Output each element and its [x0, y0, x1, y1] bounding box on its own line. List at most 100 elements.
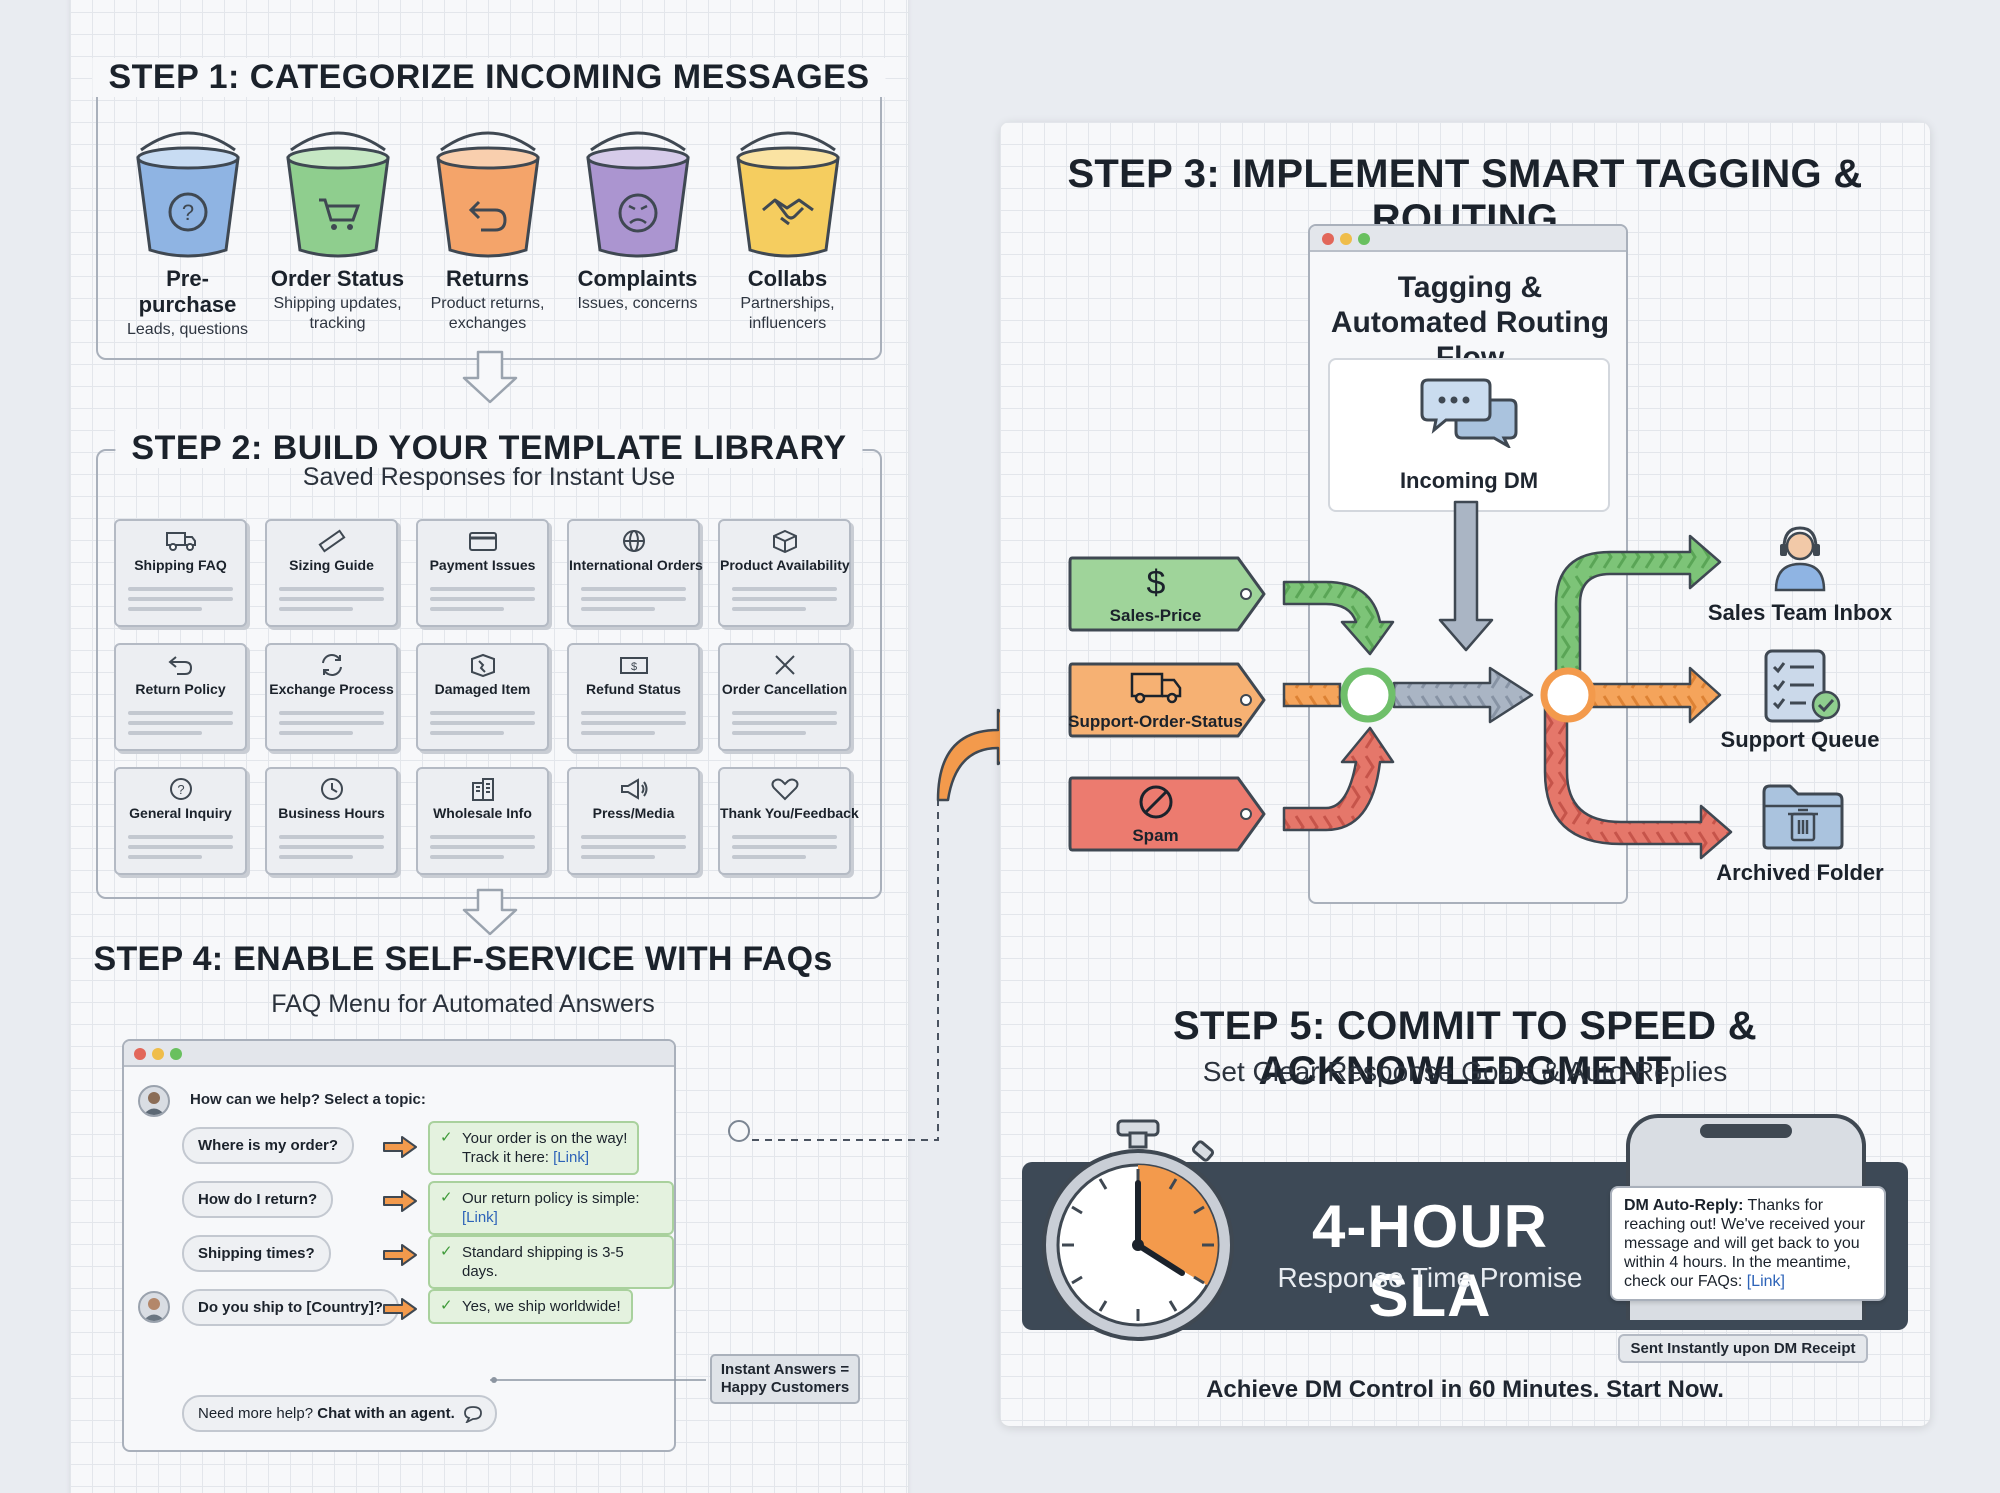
bucket-label: Order Status	[270, 266, 405, 291]
step5-subtitle: Set Clear Response Goals & Auto-Replies	[1202, 1056, 1728, 1087]
placeholder-lines	[430, 829, 535, 859]
bucket-pre-purchase[interactable]: ? Pre-purchase Leads, questions	[120, 120, 255, 340]
dest-support-queue[interactable]: Support Queue	[1720, 727, 1880, 752]
placeholder-lines	[128, 829, 233, 859]
chat-agent-button[interactable]: Need more help? Chat with an agent.	[182, 1395, 497, 1432]
auto-reply-bubble: DM Auto-Reply: Thanks for reaching out! …	[1610, 1186, 1886, 1301]
close-dot-icon[interactable]	[1322, 233, 1334, 245]
template-label: Return Policy	[135, 681, 226, 697]
placeholder-lines	[430, 581, 535, 611]
svg-text:$: $	[630, 661, 636, 673]
minimize-dot-icon[interactable]	[1340, 233, 1352, 245]
template-card[interactable]: Sizing Guide	[265, 519, 398, 627]
answer-text: Track it here:	[462, 1149, 554, 1166]
ruler-icon	[267, 529, 396, 553]
template-card[interactable]: Thank You/Feedback	[718, 767, 859, 875]
faq-answer: ✓Standard shipping is 3-5 days.	[428, 1235, 674, 1289]
stopwatch-icon	[1042, 1119, 1234, 1341]
template-card[interactable]: Press/Media	[567, 767, 700, 875]
damaged-box-icon	[418, 653, 547, 677]
template-label: Payment Issues	[429, 557, 536, 573]
template-card[interactable]: International Orders	[567, 519, 703, 627]
template-label: Business Hours	[278, 805, 385, 821]
right-arrow-icon	[382, 1189, 418, 1218]
bucket-label: Collabs	[747, 266, 828, 291]
right-arrow-icon	[382, 1243, 418, 1272]
tag-sales-price[interactable]: $ Sales-Price	[1068, 554, 1268, 634]
tag-label: Spam	[1132, 826, 1179, 845]
sla-title: 4-HOUR SLA	[1311, 1193, 1548, 1329]
chat-bubble-icon	[463, 1406, 482, 1423]
checkmark-icon: ✓	[440, 1189, 453, 1206]
template-card[interactable]: Order Cancellation	[718, 643, 851, 751]
faq-question-button[interactable]: How do I return?	[182, 1181, 334, 1218]
placeholder-lines	[279, 705, 384, 735]
return-arrow-icon	[116, 653, 245, 677]
bucket-collabs[interactable]: Collabs Partnerships, influencers	[720, 120, 855, 334]
footer-cta: Achieve DM Control in 60 Minutes. Start …	[1206, 1376, 1724, 1403]
template-label: General Inquiry	[129, 805, 232, 821]
callout-connector	[490, 1377, 706, 1383]
minimize-dot-icon[interactable]	[152, 1048, 164, 1060]
tag-label: Support-Order-Status	[1068, 712, 1243, 731]
faq-answer: ✓Our return policy is simple: [Link]	[428, 1181, 674, 1235]
tag-spam[interactable]: Spam	[1068, 774, 1268, 854]
template-card[interactable]: Exchange Process	[265, 643, 398, 751]
heart-icon	[720, 777, 849, 801]
money-icon: $	[569, 653, 698, 677]
template-card[interactable]: Product Availability	[718, 519, 851, 627]
step1-title: STEP 1: CATEGORIZE INCOMING MESSAGES	[92, 58, 886, 97]
chat-bubbles-icon	[1420, 378, 1518, 448]
template-card[interactable]: Damaged Item	[416, 643, 549, 751]
bucket-label: Complaints	[577, 266, 698, 291]
folder-trash-icon	[1762, 784, 1844, 850]
auto-reply-link[interactable]: [Link]	[1746, 1273, 1785, 1290]
bucket-desc: Issues, concerns	[577, 295, 698, 312]
incoming-dm-label: Incoming DM	[1399, 468, 1539, 493]
template-label: Refund Status	[586, 681, 681, 697]
bucket-order-status[interactable]: Order Status Shipping updates, tracking	[270, 120, 405, 334]
truck-icon	[116, 529, 245, 553]
placeholder-lines	[581, 705, 686, 735]
template-card[interactable]: Return Policy	[114, 643, 247, 751]
template-card[interactable]: Shipping FAQ	[114, 519, 247, 627]
answer-link[interactable]: [Link]	[462, 1209, 498, 1226]
faq-question-button[interactable]: Shipping times?	[182, 1235, 331, 1272]
bucket-label: Returns	[445, 266, 530, 291]
checkmark-icon: ✓	[440, 1297, 453, 1314]
placeholder-lines	[430, 705, 535, 735]
template-card[interactable]: $ Refund Status	[567, 643, 700, 751]
maximize-dot-icon[interactable]	[1358, 233, 1370, 245]
maximize-dot-icon[interactable]	[170, 1048, 182, 1060]
template-card[interactable]: ?General Inquiry	[114, 767, 247, 875]
auto-reply-label: DM Auto-Reply:	[1624, 1197, 1744, 1214]
left-panel: STEP 1: CATEGORIZE INCOMING MESSAGES ? P…	[70, 0, 908, 1493]
answer-link[interactable]: [Link]	[553, 1149, 589, 1166]
close-dot-icon[interactable]	[134, 1048, 146, 1060]
template-card[interactable]: Payment Issues	[416, 519, 549, 627]
template-label: Product Availability	[720, 557, 850, 573]
right-panel: STEP 3: IMPLEMENT SMART TAGGING & ROUTIN…	[1000, 122, 1930, 1426]
bucket-icon	[583, 120, 693, 260]
tag-support-order-status[interactable]: Support-Order-Status	[1068, 660, 1268, 740]
bucket-returns[interactable]: Returns Product returns, exchanges	[420, 120, 555, 334]
answer-text: Yes, we ship worldwide!	[462, 1298, 621, 1315]
dest-sales-team-inbox[interactable]: Sales Team Inbox	[1707, 600, 1893, 625]
placeholder-lines	[581, 581, 686, 611]
step2-subtitle: Saved Responses for Instant Use	[302, 463, 676, 491]
phone-notch	[1700, 1124, 1792, 1138]
dest-archived-folder[interactable]: Archived Folder	[1716, 860, 1884, 885]
routing-flow-arrows	[1282, 500, 1733, 860]
template-label: Sizing Guide	[289, 557, 374, 573]
faq-question-button[interactable]: Do you ship to [Country]?	[182, 1289, 399, 1326]
bucket-desc: Shipping updates, tracking	[273, 295, 402, 332]
template-card[interactable]: Wholesale Info	[416, 767, 549, 875]
credit-card-icon	[418, 529, 547, 553]
step5-title: STEP 5: COMMIT TO SPEED & ACKNOWLEDGMENT	[1173, 1004, 1757, 1093]
step2-title: STEP 2: BUILD YOUR TEMPLATE LIBRARY	[115, 429, 863, 468]
bucket-complaints[interactable]: Complaints Issues, concerns	[570, 120, 705, 314]
placeholder-lines	[732, 581, 837, 611]
template-card[interactable]: Business Hours	[265, 767, 398, 875]
faq-question-button[interactable]: Where is my order?	[182, 1127, 355, 1164]
sent-badge: Sent Instantly upon DM Receipt	[1618, 1334, 1868, 1363]
